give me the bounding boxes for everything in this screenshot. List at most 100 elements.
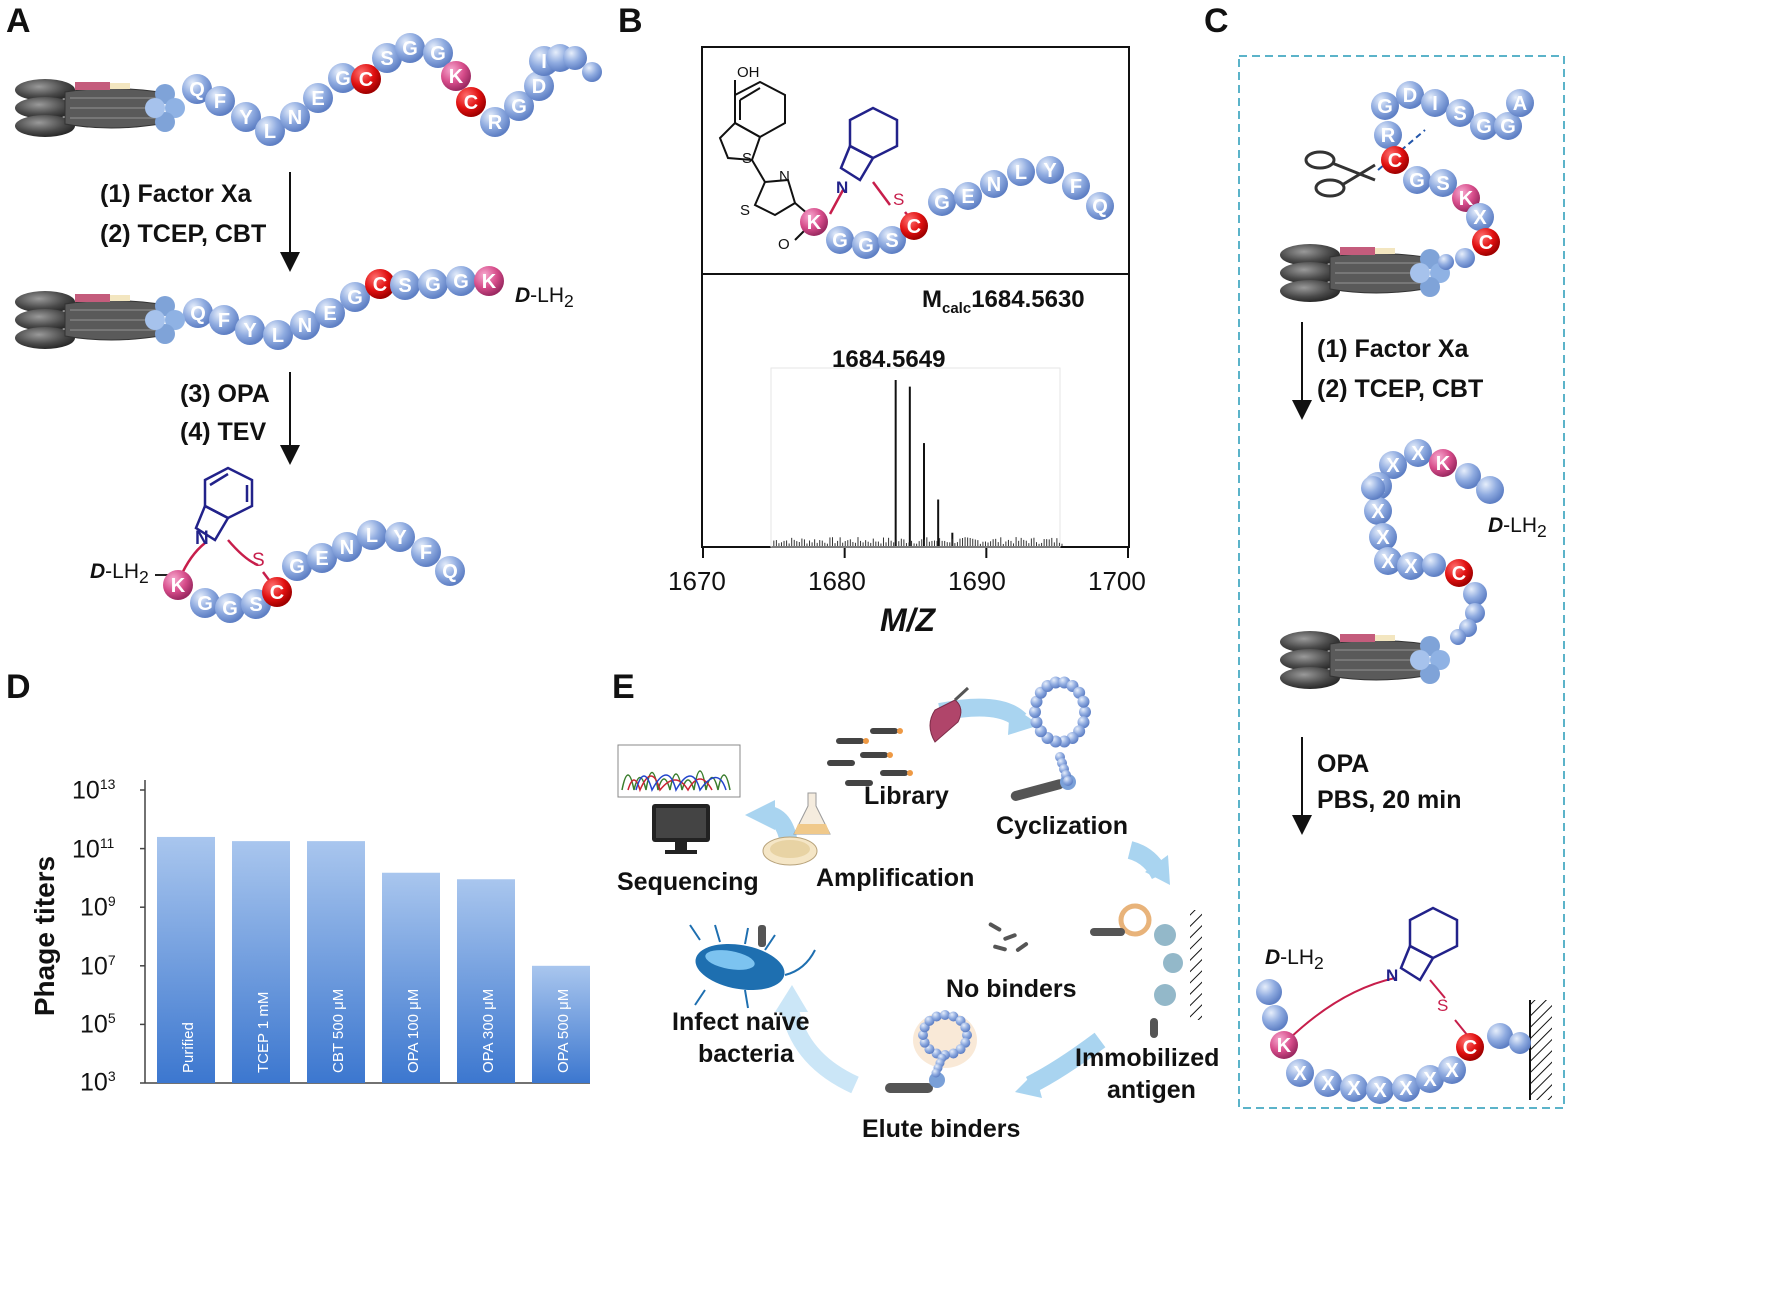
label-sequencing: Sequencing xyxy=(617,868,759,896)
mcalc-label: Mcalc1684.5630 xyxy=(922,286,1085,317)
svg-text:C: C xyxy=(1452,563,1466,585)
dashed-box xyxy=(1238,55,1565,1109)
residue-bead xyxy=(1077,716,1090,729)
svg-text:R: R xyxy=(488,112,503,134)
residue-x: X xyxy=(1366,1076,1394,1104)
residue-l: L xyxy=(1007,158,1035,186)
residue-e: E xyxy=(307,543,337,573)
residue-bead xyxy=(940,1010,950,1020)
residue-k: K xyxy=(441,61,471,91)
svg-text:X: X xyxy=(1321,1073,1335,1095)
svg-text:E: E xyxy=(961,186,974,208)
atom-s: S xyxy=(252,550,265,571)
svg-text:K: K xyxy=(1459,188,1474,210)
residue-g: G xyxy=(1494,112,1522,140)
svg-text:X: X xyxy=(1293,1063,1307,1085)
svg-text:G: G xyxy=(858,235,874,257)
bar: CBT 500 μM xyxy=(307,841,365,1083)
residue-g: G xyxy=(328,63,358,93)
residue-x: X xyxy=(1374,547,1402,575)
label-no-binders: No binders xyxy=(946,975,1077,1003)
svg-text:N: N xyxy=(340,537,354,559)
phage-icon xyxy=(1280,631,1450,689)
isoindole-structure xyxy=(194,466,254,542)
residue-q: Q xyxy=(183,298,213,328)
residue-bead xyxy=(1256,979,1282,1005)
residue-q: Q xyxy=(1086,192,1114,220)
x-tick-label: 1680 xyxy=(808,566,866,596)
d-lh2-label: D-LH2 xyxy=(1265,946,1324,974)
residue-bead xyxy=(1476,476,1504,504)
residue-r: R xyxy=(480,107,510,137)
svg-text:S: S xyxy=(1436,173,1449,195)
svg-text:L: L xyxy=(264,121,276,143)
svg-text:Y: Y xyxy=(393,527,407,549)
isoindole-structure xyxy=(839,106,899,182)
residue-bead xyxy=(1361,476,1385,500)
y-tick-label: 1013 xyxy=(72,776,116,805)
svg-text:K: K xyxy=(1436,453,1451,475)
residue-l: L xyxy=(263,320,293,350)
svg-text:Y: Y xyxy=(1043,160,1057,182)
residue-bead xyxy=(563,46,587,70)
svg-text:G: G xyxy=(222,598,238,620)
svg-text:G: G xyxy=(1377,96,1393,118)
bar-category-label: OPA 500 μM xyxy=(555,989,572,1073)
bar: Purified xyxy=(157,836,215,1083)
step-tcep-cbt: (2) TCEP, CBT xyxy=(100,220,267,248)
step-opa: OPA xyxy=(1317,750,1370,778)
svg-text:C: C xyxy=(270,582,284,604)
svg-text:G: G xyxy=(347,287,363,309)
bar-category-label: OPA 100 μM xyxy=(405,989,422,1073)
svg-text:K: K xyxy=(171,575,186,597)
residue-g: G xyxy=(215,593,245,623)
residue-bead xyxy=(1438,254,1454,270)
svg-text:S: S xyxy=(380,48,393,70)
svg-text:G: G xyxy=(335,68,351,90)
svg-text:D: D xyxy=(1403,85,1417,107)
d-lh2-label: D-LH2 xyxy=(1488,514,1547,542)
residue-x: X xyxy=(1364,497,1392,525)
residue-f: F xyxy=(205,86,235,116)
residue-y: Y xyxy=(231,102,261,132)
residue-c: C xyxy=(1445,559,1473,587)
residue-bead xyxy=(1455,463,1481,489)
residue-x: X xyxy=(1404,439,1432,467)
residue-x: X xyxy=(1379,451,1407,479)
residue-g: G xyxy=(1371,92,1399,120)
residue-q: Q xyxy=(435,556,465,586)
y-tick-label: 103 xyxy=(80,1068,116,1097)
residue-bead xyxy=(1465,603,1485,623)
svg-text:Y: Y xyxy=(239,107,253,129)
residue-bead xyxy=(1487,1023,1513,1049)
svg-text:C: C xyxy=(373,274,387,296)
svg-text:C: C xyxy=(1479,232,1493,254)
residue-g: G xyxy=(1403,166,1431,194)
computer-monitor-icon xyxy=(652,804,710,854)
svg-text:G: G xyxy=(289,556,305,578)
residue-g: G xyxy=(340,282,370,312)
residue-c: C xyxy=(456,87,486,117)
panel-label-a: A xyxy=(6,2,31,40)
residue-bead xyxy=(1079,706,1091,718)
residue-f: F xyxy=(209,305,239,335)
svg-text:Q: Q xyxy=(442,561,458,583)
svg-text:G: G xyxy=(425,274,441,296)
bar-category-label: TCEP 1 mM xyxy=(255,992,272,1073)
residue-n: N xyxy=(290,310,320,340)
bar: TCEP 1 mM xyxy=(232,841,290,1083)
svg-text:G: G xyxy=(453,271,469,293)
residue-bead xyxy=(1509,1032,1531,1054)
svg-text:C: C xyxy=(359,69,373,91)
svg-text:K: K xyxy=(1277,1035,1292,1057)
residue-bead xyxy=(1073,686,1086,699)
panel-label-e: E xyxy=(612,668,635,706)
svg-text:X: X xyxy=(1423,1069,1437,1091)
residue-y: Y xyxy=(1036,156,1064,184)
atom-o: O xyxy=(778,236,790,253)
residue-l: L xyxy=(357,520,387,550)
residue-g: G xyxy=(852,231,880,259)
svg-text:S: S xyxy=(885,230,898,252)
